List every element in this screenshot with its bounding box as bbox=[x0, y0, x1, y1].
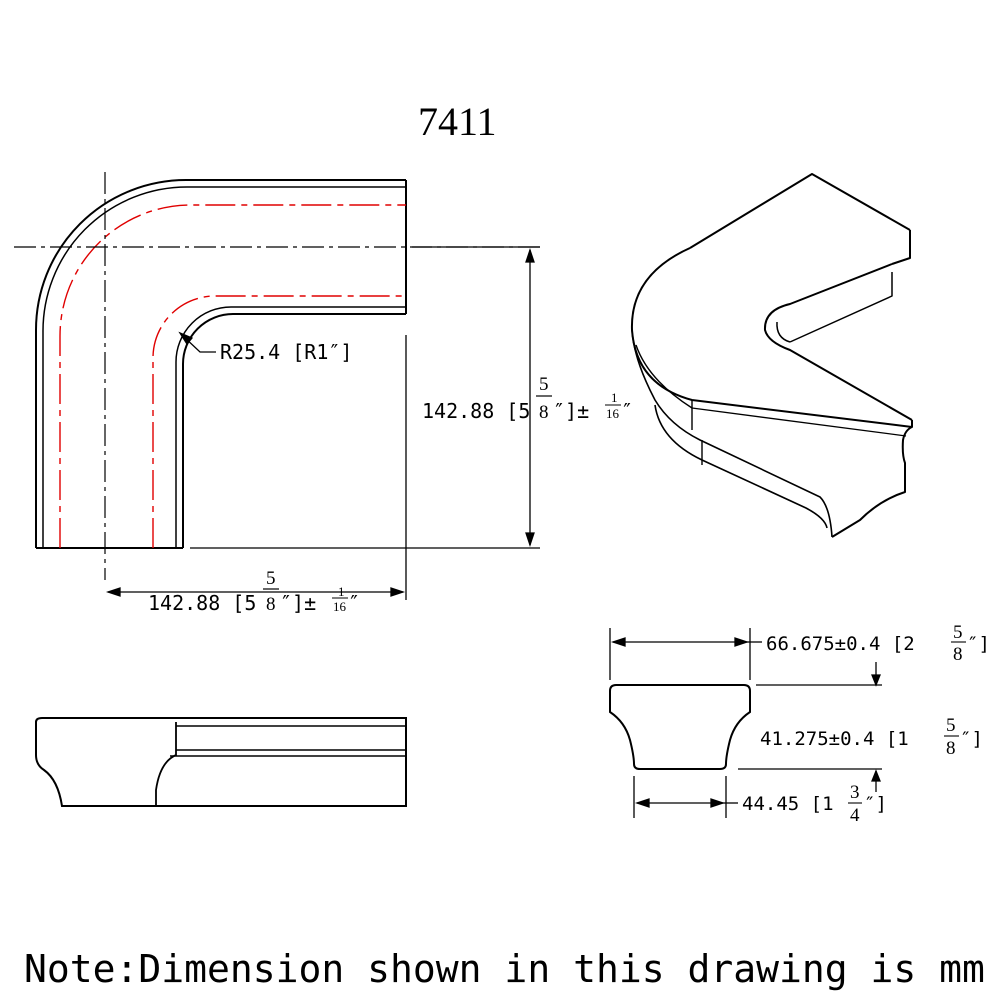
bottom-width-value: 44.45 [1 bbox=[742, 793, 834, 815]
iso-inner-recess-lower bbox=[776, 321, 791, 343]
cross-section-dim-text: 66.675±0.4 [2 5 8 ″] 41.275±0.4 [1 5 8 ″… bbox=[742, 622, 990, 826]
cross-section-outline bbox=[609, 684, 751, 770]
plan-inner-edge-inner-line bbox=[175, 306, 406, 548]
bottom-width-frac-num: 3 bbox=[850, 782, 860, 803]
red-centerline-inner bbox=[152, 295, 406, 548]
width-dimension bbox=[105, 587, 406, 597]
width-dim-tol-suffix: ″ bbox=[348, 591, 360, 615]
iso-lower-profile-3 bbox=[654, 404, 828, 529]
height-dim-frac-num: 5 bbox=[539, 374, 549, 395]
bottom-width-arrow-left bbox=[634, 798, 650, 808]
height-suffix: ″] bbox=[960, 728, 983, 750]
plan-axis-lines bbox=[14, 172, 540, 580]
height-dim-tol-suffix: ″ bbox=[621, 399, 633, 423]
part-number-title: 7411 bbox=[418, 99, 497, 144]
height-frac-den: 8 bbox=[946, 738, 956, 759]
radius-callout bbox=[178, 331, 216, 353]
width-arrow-right bbox=[390, 587, 406, 597]
height-arrow-top-cs bbox=[871, 674, 881, 687]
height-arrow-bottom-cs bbox=[871, 769, 881, 782]
width-dim-frac-num: 5 bbox=[266, 568, 276, 589]
height-dim-frac-den: 8 bbox=[539, 402, 549, 423]
width-dimension-text: 142.88 [5 5 8 ″]± 1 16 ″ bbox=[148, 568, 360, 615]
iso-right-face-top bbox=[891, 230, 911, 265]
iso-lower-profile-1 bbox=[631, 329, 833, 538]
width-dim-frac-den: 8 bbox=[266, 594, 276, 615]
side-profile-molding bbox=[155, 722, 177, 806]
height-dimension-text: 142.88 [5 5 8 ″]± 1 16 ″ bbox=[422, 374, 633, 423]
height-value: 41.275±0.4 [1 bbox=[760, 728, 909, 750]
top-width-value: 66.675±0.4 [2 bbox=[766, 633, 915, 655]
iso-top-back-edge bbox=[689, 173, 911, 249]
width-dim-tol-den: 16 bbox=[333, 599, 347, 614]
height-arrow-top bbox=[525, 247, 535, 263]
bottom-width-suffix: ″] bbox=[864, 793, 887, 815]
units-note: Note:Dimension shown in this drawing is … bbox=[24, 947, 985, 991]
plan-centerlines-red bbox=[59, 204, 406, 548]
cross-section-view bbox=[609, 684, 751, 770]
radius-arrowhead bbox=[178, 331, 194, 346]
iso-top-face-inner bbox=[691, 407, 907, 437]
side-profile-view bbox=[35, 717, 407, 807]
iso-top-outer-edge bbox=[630, 247, 913, 428]
height-dim-tol-num: 1 bbox=[611, 390, 618, 405]
bottom-width-arrow-right bbox=[710, 798, 726, 808]
plan-outer-edge bbox=[35, 179, 406, 548]
height-arrow-bottom bbox=[525, 532, 535, 548]
height-dim-value: 142.88 [5 bbox=[422, 399, 530, 423]
plan-inner-edge bbox=[182, 313, 406, 548]
red-centerline-outer bbox=[59, 204, 406, 548]
iso-end-face bbox=[831, 420, 913, 538]
plan-outer-edge-inner-line bbox=[42, 186, 406, 548]
iso-inner-edge bbox=[763, 263, 913, 421]
iso-lower-profile-2 bbox=[635, 344, 693, 409]
height-dim-suffix: ″]± bbox=[553, 399, 589, 423]
bottom-width-frac-den: 4 bbox=[850, 805, 860, 826]
radius-label: R25.4 [R1″] bbox=[220, 340, 352, 364]
top-width-frac-den: 8 bbox=[953, 644, 963, 665]
height-dimension bbox=[190, 246, 540, 600]
side-profile-outline bbox=[35, 717, 407, 807]
top-width-frac-num: 5 bbox=[953, 622, 963, 643]
width-dim-suffix: ″]± bbox=[280, 591, 316, 615]
height-dim-tol-den: 16 bbox=[606, 406, 620, 421]
iso-inner-recess bbox=[789, 272, 893, 343]
height-frac-num: 5 bbox=[946, 715, 956, 736]
width-dim-value: 142.88 [5 bbox=[148, 591, 256, 615]
isometric-view bbox=[630, 173, 913, 538]
cross-section-dimensions bbox=[609, 628, 882, 818]
width-dim-tol-num: 1 bbox=[338, 584, 345, 599]
top-width-arrow-right bbox=[734, 637, 750, 647]
top-width-suffix: ″] bbox=[967, 633, 990, 655]
plan-view bbox=[35, 179, 407, 549]
top-width-arrow-left bbox=[610, 637, 626, 647]
width-arrow-left bbox=[105, 587, 121, 597]
